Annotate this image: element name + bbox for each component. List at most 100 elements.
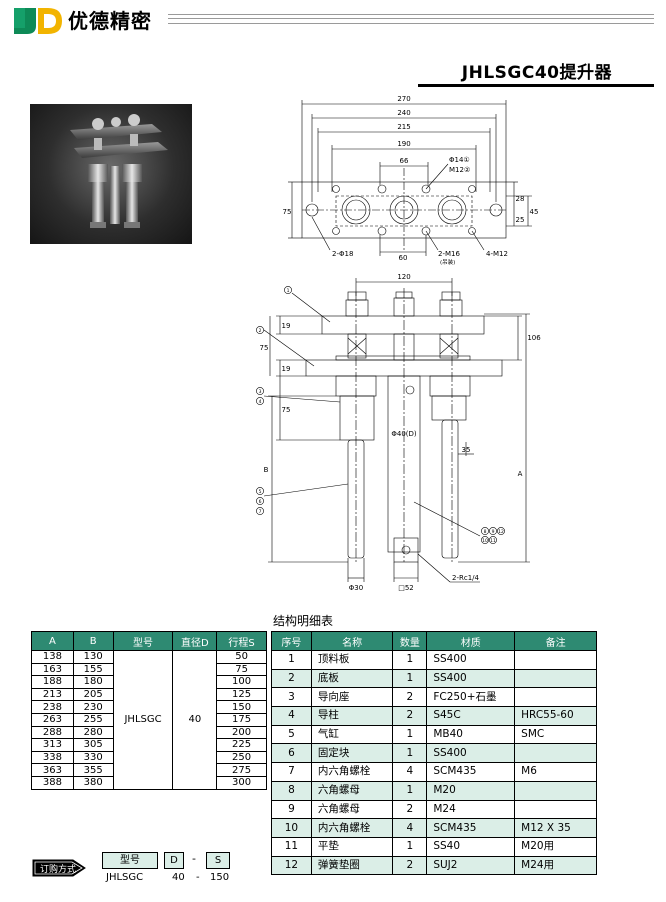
cell-name: 底板	[310, 668, 394, 689]
cell-name: 六角螺母	[310, 799, 394, 820]
cell-material: S45C	[426, 706, 516, 726]
dim-190: 190	[397, 140, 410, 148]
cell-no: 3	[271, 687, 312, 708]
cell-stroke: 250	[216, 750, 267, 765]
header-stroke: 行程S	[216, 631, 267, 651]
cell-qty: 1	[392, 668, 428, 689]
cell-diameter: 40	[172, 650, 218, 790]
cell-b: 180	[72, 675, 114, 689]
cell-no: 8	[271, 780, 312, 801]
header-material: 材质	[426, 631, 516, 651]
balloon-7	[256, 507, 264, 515]
order-value-dash: -	[196, 872, 200, 883]
cell-b: 130	[72, 650, 114, 664]
dim-75-a: 75	[260, 344, 269, 352]
cell-a: 263	[31, 712, 74, 727]
cell-b: 330	[72, 750, 114, 765]
header-b: B	[72, 631, 114, 651]
cell-a: 363	[31, 763, 74, 777]
cell-name: 气缸	[310, 724, 394, 745]
cell-a: 313	[31, 738, 74, 752]
balloon-label: 6	[259, 499, 262, 505]
header-note: 备注	[514, 631, 597, 651]
cell-note	[514, 780, 597, 801]
header-name: 名称	[310, 631, 394, 651]
callout-4-m12: 4-M12	[486, 250, 508, 258]
balloon-12	[497, 527, 505, 535]
dim-b: B	[264, 466, 269, 474]
dim-box52: □52	[398, 584, 414, 592]
order-value-d: 40	[172, 872, 185, 883]
balloon-label: 12	[498, 529, 504, 535]
cell-stroke: 150	[216, 700, 267, 714]
parts-table-title: 结构明细表	[273, 614, 334, 628]
cell-note	[514, 650, 597, 670]
balloon-label: 2	[259, 328, 262, 334]
dim-270: 270	[397, 95, 410, 103]
cell-name: 固定块	[310, 743, 394, 764]
cell-note	[514, 687, 597, 708]
cell-qty: 2	[392, 855, 428, 876]
balloon-8	[481, 527, 489, 535]
cell-name: 导向座	[310, 687, 394, 708]
cell-material: M20	[426, 780, 516, 801]
cell-no: 4	[271, 706, 312, 726]
port-label: 2-Rc1/4	[452, 574, 480, 582]
order-value-s: 150	[210, 872, 230, 883]
cell-stroke: 175	[216, 712, 267, 727]
balloon-4	[256, 397, 264, 405]
cell-note: M6	[514, 762, 597, 782]
cell-stroke: 100	[216, 675, 267, 689]
dim-75-top: 75	[283, 208, 292, 216]
balloon-label: 8	[484, 529, 487, 535]
cell-no: 6	[271, 743, 312, 764]
cell-note	[514, 668, 597, 689]
cell-a: 213	[31, 687, 74, 702]
cell-material: SS400	[426, 743, 516, 764]
dim-106: 106	[527, 334, 541, 342]
cell-a: 188	[31, 675, 74, 689]
cell-b: 280	[72, 725, 114, 740]
callout-phi14: Φ14①	[449, 156, 470, 164]
cell-no: 12	[271, 855, 312, 876]
cell-no: 1	[271, 650, 312, 670]
cell-no: 7	[271, 762, 312, 782]
callout-2-m16: 2-M16	[438, 250, 460, 258]
balloon-label: 1	[287, 288, 290, 294]
cell-a: 238	[31, 700, 74, 714]
balloon-label: 5	[259, 489, 262, 495]
jd-logo-icon	[14, 8, 62, 34]
dim-66: 66	[400, 157, 409, 165]
cell-stroke: 300	[216, 775, 267, 790]
balloon-5	[256, 487, 264, 495]
balloon-label: 7	[259, 509, 262, 515]
cell-a: 288	[31, 725, 74, 740]
cell-b: 355	[72, 763, 114, 777]
cell-qty: 1	[392, 780, 428, 801]
cell-stroke: 225	[216, 738, 267, 752]
cell-note: SMC	[514, 724, 597, 745]
cell-no: 11	[271, 836, 312, 857]
balloon-label: 11	[490, 538, 496, 544]
technical-drawing: 270 240 215 190 66 60 28 25 45 75 Φ14① M…	[256, 95, 541, 592]
balloon-11	[489, 536, 497, 544]
order-value-model: JHLSGC	[106, 872, 144, 883]
product-photo	[30, 104, 192, 244]
callout-m12: M12②	[449, 166, 470, 174]
order-label: 订购方式	[39, 865, 76, 875]
order-header-model: 型号	[102, 852, 158, 869]
cell-no: 9	[271, 799, 312, 820]
dim-28: 28	[516, 195, 525, 203]
cell-name: 弹簧垫圈	[310, 855, 394, 876]
dim-120: 120	[397, 273, 410, 281]
order-header-s: S	[206, 852, 230, 869]
